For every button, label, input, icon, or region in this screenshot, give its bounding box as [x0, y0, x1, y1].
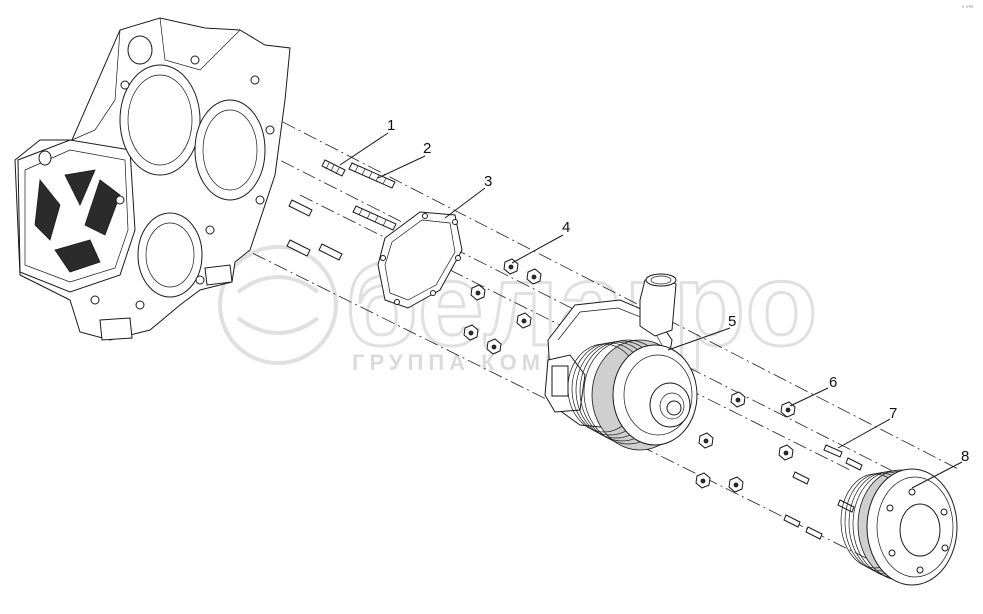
- nut: [695, 472, 711, 489]
- callout-2: 2: [423, 140, 431, 157]
- nuts-group-6: [695, 391, 796, 493]
- nut: [778, 444, 794, 461]
- nut: [486, 338, 502, 355]
- crank-pulley: [840, 468, 958, 586]
- studs-group-7: [783, 444, 863, 540]
- studs-group: [286, 159, 397, 261]
- callout-8: 8: [961, 448, 969, 465]
- callout-3: 3: [484, 173, 492, 190]
- nut: [463, 324, 479, 341]
- callout-4: 4: [562, 219, 570, 236]
- gasket: [377, 211, 463, 309]
- water-pump: [544, 273, 698, 451]
- callouts: 1 2 3 4 5 6 7 8: [387, 117, 969, 465]
- nut: [516, 312, 532, 329]
- stud-long: [348, 162, 396, 189]
- nut: [730, 391, 746, 408]
- leader-lines: [339, 132, 963, 489]
- corner-mark: ° °°°: [962, 6, 974, 12]
- nut: [698, 432, 714, 449]
- nut: [526, 268, 542, 285]
- nut: [728, 476, 744, 493]
- nut: [503, 258, 519, 275]
- nut: [470, 284, 486, 301]
- callout-5: 5: [728, 313, 736, 330]
- callout-6: 6: [829, 374, 837, 391]
- gear-housing: [14, 17, 291, 341]
- stud-short: [321, 159, 346, 177]
- nuts-group: [463, 258, 542, 355]
- callout-1: 1: [387, 117, 395, 134]
- callout-7: 7: [889, 405, 897, 422]
- watermark-emblem: [218, 245, 338, 365]
